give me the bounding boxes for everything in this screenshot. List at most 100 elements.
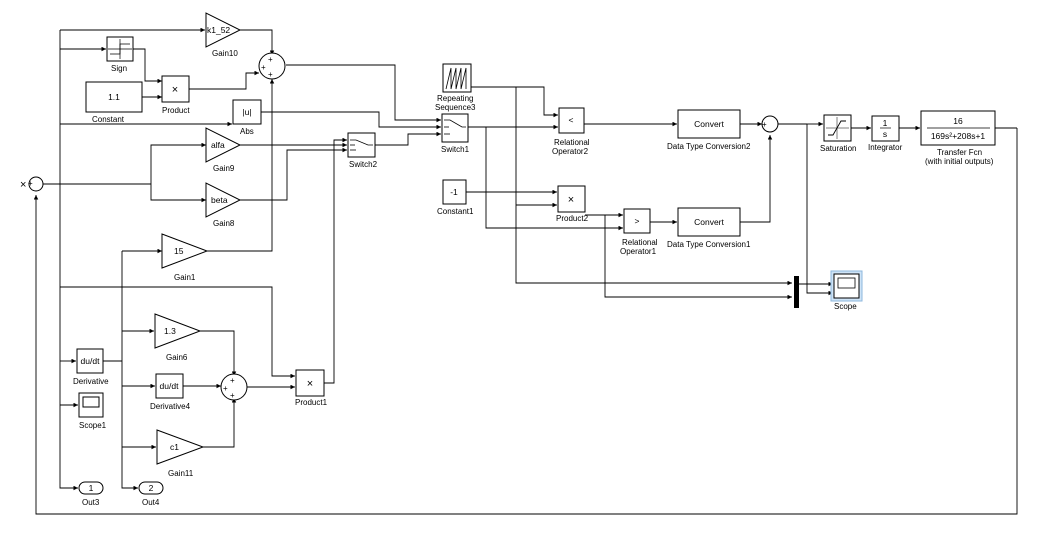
sum-right[interactable]: + - (761, 115, 779, 136)
gain10-block[interactable]: k1_52 Gain10 (205, 12, 242, 58)
out4-port[interactable]: 2 Out4 (138, 481, 164, 507)
relational-operator1-value: > (635, 216, 640, 226)
relational-operator2-label-2: Operator2 (552, 147, 589, 156)
relational-operator2-block[interactable]: < Relational Operator2 (552, 107, 590, 156)
wire-sum-top-to-switch1[interactable] (286, 64, 441, 123)
gain11-value: c1 (170, 442, 179, 452)
gain1-block[interactable]: 15 Gain1 (161, 233, 209, 282)
wire-abs-to-switch1[interactable] (261, 111, 441, 130)
product2-symbol: × (568, 194, 574, 206)
wire-repseq-to-mux[interactable] (515, 87, 792, 286)
product-block[interactable]: × Product (161, 75, 190, 115)
scope1-screen (82, 396, 100, 408)
gain9-block[interactable]: alfa Gain9 (205, 127, 242, 173)
wire-to-gain8[interactable] (150, 184, 206, 203)
out4-label: Out4 (142, 498, 160, 507)
out3-label: Out3 (82, 498, 100, 507)
sum-top-sign-1: + (268, 55, 273, 64)
wire-trunk-main[interactable] (59, 30, 78, 491)
derivative4-value: du/dt (160, 381, 180, 391)
data-type-conversion1-block[interactable]: Convert Data Type Conversion1 (667, 207, 751, 249)
scope1-block[interactable]: Scope1 (78, 392, 107, 430)
gain11-block[interactable]: c1 Gain11 (156, 429, 205, 478)
mux-block[interactable] (794, 276, 799, 308)
abs-label: Abs (240, 127, 254, 136)
product1-label: Product1 (295, 398, 328, 407)
gain6-block[interactable]: 1.3 Gain6 (154, 313, 202, 362)
switch1-block[interactable]: Switch1 (441, 113, 470, 154)
derivative-label: Derivative (73, 377, 109, 386)
scope-block[interactable]: Scope (830, 270, 863, 311)
sum-bottom-sign-3: + (230, 391, 235, 400)
signal-lines (33, 27, 1018, 515)
gain6-value: 1.3 (164, 326, 176, 336)
wire-product1-to-switch2[interactable] (324, 137, 347, 384)
sign-block[interactable]: Sign (106, 36, 134, 73)
product1-symbol: × (307, 378, 313, 390)
repeating-sequence3-block[interactable]: Repeating Sequence3 (435, 63, 476, 112)
integrator-block[interactable]: 1 s Integrator (868, 115, 903, 152)
constant-block[interactable]: 1.1 Constant (85, 81, 143, 124)
wire-gain1-to-sum-top[interactable] (207, 79, 275, 252)
scope1-label: Scope1 (79, 421, 107, 430)
wire-product2-to-mux[interactable] (604, 215, 792, 300)
wire-repseq-to-relop2[interactable] (516, 86, 558, 118)
sawtooth-icon (445, 67, 467, 90)
wire-trunk-2[interactable] (121, 251, 138, 491)
wire-trunk-to-product1[interactable] (60, 286, 295, 379)
wire-convert1-to-sum-right[interactable] (740, 135, 773, 223)
sum-bottom-sign-2: + (223, 384, 228, 393)
derivative-block[interactable]: du/dt Derivative (73, 348, 109, 386)
switch2-label: Switch2 (349, 160, 378, 169)
data-type-conversion1-label: Data Type Conversion1 (667, 240, 751, 249)
sum-left-sign-2: - (35, 186, 38, 195)
derivative4-block[interactable]: du/dt Derivative4 (150, 373, 191, 411)
constant1-block[interactable]: -1 Constant1 (437, 179, 474, 216)
transfer-fcn-label-2: (with initial outputs) (925, 157, 994, 166)
transfer-fcn-block[interactable]: 16 169s²+208s+1 Transfer Fcn (with initi… (920, 110, 996, 166)
switch2-block[interactable]: Switch2 (347, 132, 378, 169)
wire-gain8-to-switch2[interactable] (240, 147, 347, 201)
data-type-conversion1-value: Convert (694, 217, 724, 227)
data-type-conversion2-value: Convert (694, 119, 724, 129)
sum-bottom[interactable]: + + + (220, 373, 248, 401)
sum-top-sign-3: + (268, 70, 273, 79)
wire-gain10-to-sum-top[interactable] (240, 29, 275, 55)
sum-left[interactable]: + - (28, 176, 44, 195)
wire-feedback[interactable] (33, 128, 1018, 515)
wire-gain6-to-sum-bottom[interactable] (200, 330, 237, 376)
relational-operator2-label-1: Relational (554, 138, 590, 147)
wire-product-to-sum-top[interactable] (189, 70, 259, 90)
wire-switch1-to-relop1[interactable] (485, 127, 623, 231)
abs-block[interactable]: |u| Abs (232, 99, 262, 136)
wire-sign-to-product[interactable] (133, 48, 162, 84)
gain9-label: Gain9 (213, 164, 235, 173)
gain10-value: k1_52 (207, 25, 230, 35)
gain1-value: 15 (174, 246, 184, 256)
sum-top-sign-2: + (261, 63, 266, 72)
wire-sum-right-to-scope[interactable] (806, 124, 833, 296)
scope-label: Scope (834, 302, 857, 311)
constant1-value: -1 (450, 187, 458, 197)
derivative4-label: Derivative4 (150, 402, 191, 411)
relational-operator1-label-1: Relational (622, 238, 658, 247)
wire-switch2-to-switch1[interactable] (375, 131, 441, 146)
relational-operator1-label-2: Operator1 (620, 247, 657, 256)
out3-port[interactable]: 1 Out3 (78, 481, 104, 507)
product1-block[interactable]: × Product1 (295, 369, 328, 407)
transfer-fcn-label-1: Transfer Fcn (937, 148, 982, 157)
product2-block[interactable]: × Product2 (556, 185, 589, 223)
saturation-block[interactable]: Saturation (820, 114, 856, 153)
gain8-block[interactable]: beta Gain8 (205, 182, 242, 228)
wire-gain11-to-sum-bottom[interactable] (203, 398, 237, 448)
scope-screen (837, 277, 856, 289)
data-type-conversion2-block[interactable]: Convert Data Type Conversion2 (667, 109, 751, 151)
wire-to-gain9[interactable] (150, 142, 206, 184)
sum-top[interactable]: + + + (258, 52, 286, 80)
relational-operator1-block[interactable]: > Relational Operator1 (620, 208, 658, 256)
product2-label: Product2 (556, 214, 589, 223)
sum-bottom-sign-1: + (230, 376, 235, 385)
constant-label: Constant (92, 115, 125, 124)
constant-value: 1.1 (108, 92, 120, 102)
